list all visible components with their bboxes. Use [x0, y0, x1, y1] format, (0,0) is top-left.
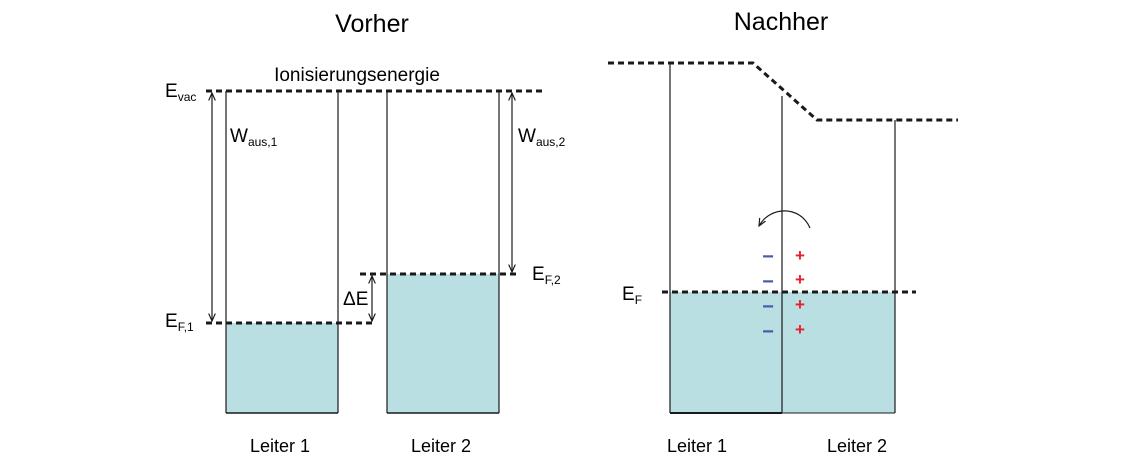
- caption-leiter1-vorher: Leiter 1: [250, 436, 310, 456]
- caption-leiter2-nachher: Leiter 2: [827, 436, 887, 456]
- plus-sign: +: [795, 246, 805, 265]
- ef1-label: EF,1: [165, 311, 194, 334]
- plus-sign: +: [795, 320, 805, 339]
- electron-transfer-arrow: [759, 210, 811, 229]
- evac-label: Evac: [165, 81, 196, 104]
- title-vorher: Vorher: [335, 10, 409, 38]
- minus-sign: −: [762, 246, 774, 268]
- panel-vorher: Vorher Ionisierungsenergie Evac EF,1 EF,…: [165, 10, 566, 456]
- title-nachher: Nachher: [734, 8, 829, 36]
- ionisierungsenergie-label: Ionisierungsenergie: [274, 65, 440, 86]
- ef2-label: EF,2: [532, 264, 561, 287]
- caption-leiter1-nachher: Leiter 1: [667, 436, 727, 456]
- ef-label: EF: [622, 284, 642, 307]
- leiter2-fill: [387, 274, 499, 413]
- w-aus-1-label: Waus,1: [230, 126, 278, 149]
- plus-sign: +: [795, 295, 805, 314]
- caption-leiter2-vorher: Leiter 2: [411, 436, 471, 456]
- minus-sign: −: [762, 321, 774, 343]
- panel-nachher: Nachher EF − − − − + + + + Leiter 1 Leit…: [608, 8, 958, 456]
- w-aus-2-label: Waus,2: [518, 126, 566, 149]
- minus-sign: −: [762, 296, 774, 318]
- leiter1-fill: [226, 323, 338, 413]
- plus-sign: +: [795, 270, 805, 289]
- delta-e-label: ΔE: [343, 289, 368, 310]
- minus-sign: −: [762, 271, 774, 293]
- vacuum-level-bent-line: [608, 61, 958, 122]
